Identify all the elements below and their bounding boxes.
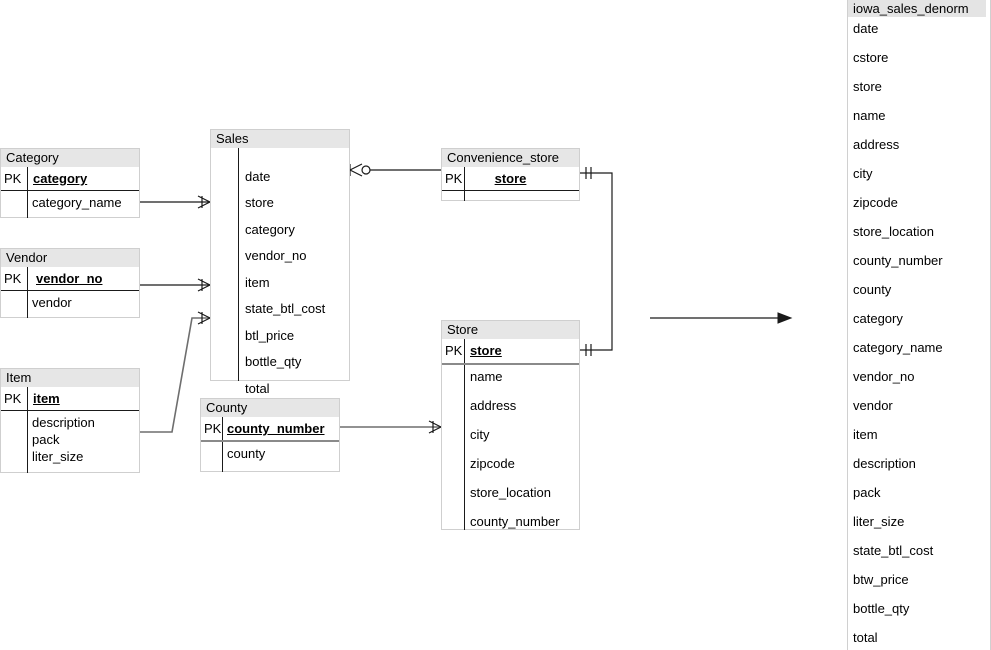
entity-sales-divider	[238, 148, 239, 381]
entity-vendor-separator	[1, 290, 139, 291]
denorm-column-zipcode: zipcode	[853, 195, 898, 210]
entity-county-separator	[201, 440, 339, 442]
entity-category[interactable]: Category PK category category_name	[0, 148, 140, 218]
denorm-column-store_location: store_location	[853, 224, 934, 239]
entity-sales[interactable]: Sales date store category vendor_no item…	[210, 129, 350, 396]
entity-sales-title: Sales	[211, 130, 349, 148]
denorm-column-name: name	[853, 108, 886, 123]
denorm-table-title: iowa_sales_denorm	[848, 0, 986, 17]
denorm-column-item: item	[853, 427, 878, 442]
entity-item[interactable]: Item PK item description pack liter_size	[0, 368, 140, 473]
denorm-column-description: description	[853, 456, 916, 471]
relationship-sales-conveniencestore	[349, 163, 441, 177]
entity-store-separator	[442, 363, 579, 365]
denorm-column-pack: pack	[853, 485, 881, 500]
entity-county[interactable]: County PK county_number county	[200, 398, 340, 472]
transformation-arrow	[650, 312, 793, 324]
entity-county-divider	[222, 417, 223, 472]
entity-vendor-divider	[27, 267, 28, 318]
entity-item-pk-label: PK	[4, 391, 22, 406]
entity-sales-attr-0: date	[245, 169, 271, 184]
entity-sales-attr-3: vendor_no	[245, 248, 307, 263]
relationship-county-store	[340, 420, 442, 434]
entity-vendor-attr-0: vendor	[32, 295, 72, 310]
denorm-table-panel[interactable]: iowa_sales_denorm date cstore store name add…	[847, 0, 991, 650]
entity-item-separator	[1, 410, 139, 411]
entity-sales-attr-5: state_btl_cost	[245, 301, 326, 316]
entity-sales-attr-7: bottle_qty	[245, 354, 302, 369]
entity-category-separator	[1, 190, 139, 191]
entity-convenience-store-title: Convenience_store	[442, 149, 579, 167]
entity-county-title: County	[201, 399, 339, 417]
entity-item-pk-field: item	[33, 391, 60, 406]
relationship-item-sales	[140, 311, 211, 433]
relationship-conveniencestore-store	[580, 167, 613, 356]
entity-category-pk-label: PK	[4, 171, 22, 186]
entity-category-pk-field: category	[33, 171, 88, 186]
denorm-column-city: city	[853, 166, 873, 181]
denorm-column-address: address	[853, 137, 900, 152]
entity-sales-attr-1: store	[245, 195, 274, 210]
entity-convenience-store-separator	[442, 190, 579, 191]
denorm-column-liter_size: liter_size	[853, 514, 905, 529]
entity-item-title: Item	[1, 369, 139, 387]
entity-store-attr-0: name	[470, 369, 503, 384]
denorm-column-bottle_qty: bottle_qty	[853, 601, 910, 616]
entity-category-attr-0: category_name	[32, 195, 122, 210]
entity-store-attr-2: city	[470, 427, 490, 442]
relationship-connectors	[140, 163, 793, 434]
entity-county-pk-label: PK	[204, 421, 222, 436]
entity-store-attr-5: county_number	[470, 514, 560, 529]
entity-category-title: Category	[1, 149, 139, 167]
entity-convenience-store-divider	[464, 167, 465, 201]
er-diagram-canvas: Category PK category category_name Vendo…	[0, 129, 793, 530]
entity-store-divider	[464, 339, 465, 530]
denorm-column-category_name: category_name	[853, 340, 943, 355]
entity-store-attr-3: zipcode	[470, 456, 515, 471]
entity-item-attr-2: liter_size	[32, 449, 84, 464]
entity-store-attr-4: store_location	[470, 485, 551, 500]
denorm-column-category: category	[853, 311, 903, 326]
entity-sales-attr-2: category	[245, 222, 295, 237]
entity-vendor-pk-label: PK	[4, 271, 22, 286]
denorm-column-cstore: cstore	[853, 50, 889, 65]
entity-sales-attr-4: item	[245, 275, 270, 290]
entity-county-pk-field: county_number	[227, 421, 325, 436]
entity-store[interactable]: Store PK store name address city zipcode…	[441, 320, 580, 530]
entity-convenience-store-pk-field: store	[494, 171, 527, 186]
relationship-category-sales	[140, 195, 211, 209]
denorm-column-state_btl_cost: state_btl_cost	[853, 543, 934, 558]
entity-category-divider	[27, 167, 28, 218]
entity-sales-attr-6: btl_price	[245, 328, 295, 343]
entity-store-pk-field: store	[470, 343, 502, 358]
relationship-vendor-sales	[140, 278, 211, 292]
entity-vendor[interactable]: Vendor PK vendor_no vendor	[0, 248, 140, 318]
entity-store-pk-label: PK	[445, 343, 463, 358]
entity-store-attr-1: address	[470, 398, 517, 413]
entity-convenience-store-pk-label: PK	[445, 171, 463, 186]
entity-item-attr-0: description	[32, 415, 95, 430]
entity-convenience-store[interactable]: Convenience_store PK store	[441, 148, 580, 201]
entity-store-title: Store	[442, 321, 579, 339]
denorm-column-store: store	[853, 79, 882, 94]
entity-item-divider	[27, 387, 28, 473]
denorm-column-vendor: vendor	[853, 398, 893, 413]
denorm-column-date: date	[853, 21, 879, 36]
denorm-column-county: county	[853, 282, 892, 297]
entity-sales-attr-8: total	[245, 381, 270, 396]
denorm-column-vendor_no: vendor_no	[853, 369, 915, 384]
denorm-column-total: total	[853, 630, 878, 645]
entity-item-attr-1: pack	[32, 432, 60, 447]
entity-vendor-title: Vendor	[1, 249, 139, 267]
entity-county-attr-0: county	[227, 446, 266, 461]
entity-vendor-pk-field: vendor_no	[36, 271, 103, 286]
denorm-column-btw_price: btw_price	[853, 572, 909, 587]
denorm-column-county_number: county_number	[853, 253, 943, 268]
